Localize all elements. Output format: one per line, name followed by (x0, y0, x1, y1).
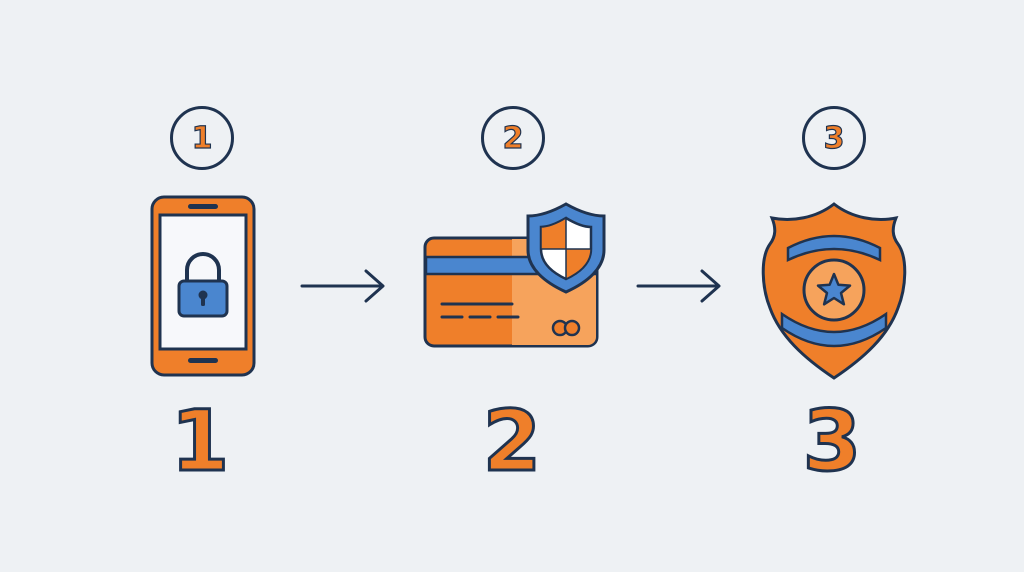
police-badge-icon (761, 202, 907, 380)
step-2-badge: 2 (481, 106, 545, 170)
step-1-badge: 1 (170, 106, 234, 170)
phone-lock-icon (150, 195, 256, 377)
arrow-right-icon (636, 269, 721, 303)
step-2-label: 2 (481, 392, 542, 490)
step-1-label: 1 (169, 392, 230, 490)
step-3-badge: 3 (802, 106, 866, 170)
step-3-label: 3 (801, 392, 862, 490)
arrow-right-icon (300, 269, 385, 303)
credit-card-shield-icon (423, 202, 606, 348)
